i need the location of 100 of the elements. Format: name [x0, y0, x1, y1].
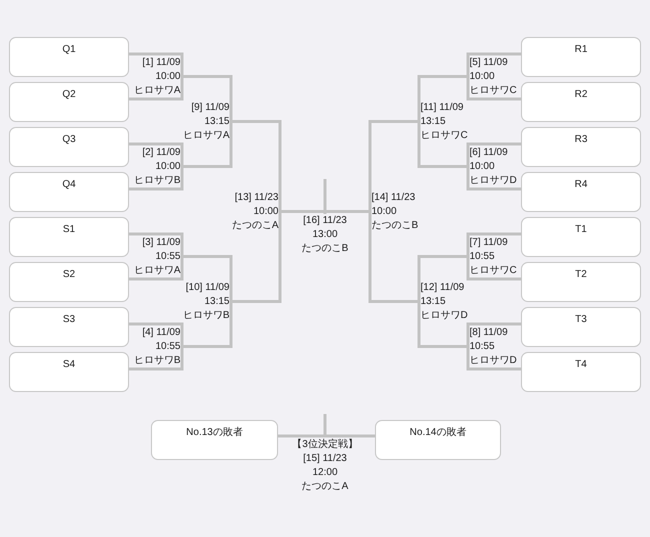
team-box: [151, 420, 278, 460]
match-time: 13:15: [420, 114, 446, 128]
team-name: No.14の敗者: [410, 426, 466, 440]
match-time: 10:55: [155, 340, 180, 354]
match-number-date: [10] 11/09: [186, 280, 230, 294]
bracket-line: [231, 212, 282, 303]
match-number-date: [14] 11/23: [372, 190, 416, 204]
team-name: T2: [575, 268, 587, 282]
match-number-date: [12] 11/09: [420, 280, 464, 294]
team-name: T1: [575, 223, 587, 237]
team-name: S2: [62, 268, 76, 282]
team-box: [521, 217, 641, 257]
match-number-date: [13] 11/23: [234, 190, 278, 204]
bracket-line: [466, 166, 521, 190]
match-time: 10:00: [470, 70, 495, 84]
match-venue: ヒロサワB: [134, 174, 180, 188]
bracket-line: [182, 75, 232, 122]
team-box: [521, 307, 641, 347]
bracket-line: [418, 255, 468, 302]
bracket-line: [466, 322, 521, 346]
match-time: 10:55: [155, 250, 180, 264]
bracket-line: [418, 122, 468, 168]
match-venue: ヒロサワD: [470, 174, 517, 188]
match-number-date: [15] 11/23: [303, 452, 347, 466]
team-box: [521, 262, 641, 302]
bracket-line: [129, 52, 184, 76]
match-time: 10:00: [155, 160, 180, 174]
match-time: 10:00: [470, 160, 495, 174]
match-number-date: [6] 11/09: [470, 146, 508, 160]
match-time: 13:15: [204, 294, 230, 308]
match-venue: ヒロサワD: [470, 354, 517, 368]
match-venue: たつのこB: [302, 242, 348, 256]
bracket-line: [182, 302, 232, 348]
bracket-line: [466, 232, 521, 256]
team-box: [9, 352, 129, 392]
match-venue: ヒロサワB: [134, 354, 180, 368]
team-box: [521, 37, 641, 77]
match-venue: ヒロサワC: [470, 84, 517, 98]
bracket-line: [182, 255, 232, 302]
team-name: Q4: [62, 178, 76, 192]
match-venue: ヒロサワC: [420, 128, 468, 142]
team-name: T3: [575, 313, 587, 327]
bracket-line: [182, 122, 232, 168]
bracket-line: [368, 212, 419, 303]
match-time: 10:00: [253, 204, 278, 218]
bracket-line: [129, 322, 184, 346]
bracket-line: [466, 76, 521, 100]
match-venue: たつのこA: [302, 480, 348, 494]
match-heading: 【3位決定戦】: [292, 438, 358, 452]
match-venue: たつのこB: [372, 218, 418, 232]
team-name: T4: [575, 358, 587, 372]
bracket-line: [466, 142, 521, 166]
bracket-line: [129, 232, 184, 256]
match-time: 13:15: [420, 294, 446, 308]
bracket-line: [129, 76, 184, 100]
bracket-line: [278, 434, 326, 438]
match-number-date: [1] 11/09: [142, 56, 180, 70]
bracket-line: [129, 346, 184, 370]
match-time: 10:55: [470, 250, 495, 264]
bracket-line: [466, 52, 521, 76]
match-number-date: [8] 11/09: [470, 326, 508, 340]
match-venue: たつのこA: [232, 218, 278, 232]
team-box: [9, 172, 129, 212]
match-number-date: [4] 11/09: [142, 326, 180, 340]
match-time: 10:55: [470, 340, 495, 354]
team-name: R3: [574, 133, 588, 147]
team-name: R2: [574, 88, 588, 102]
bracket-line: [466, 256, 521, 280]
team-name: R1: [574, 43, 588, 57]
bracket-line: [129, 256, 184, 280]
bracket-line: [368, 120, 419, 212]
team-box: [521, 172, 641, 212]
bracket-line: [466, 346, 521, 370]
team-box: [9, 262, 129, 302]
match-time: 12:00: [312, 466, 338, 480]
match-number-date: [7] 11/09: [470, 236, 508, 250]
match-time: 10:00: [155, 70, 180, 84]
team-name: Q3: [62, 133, 76, 147]
bracket-line: [418, 75, 468, 122]
team-name: No.13の敗者: [186, 426, 243, 440]
match-venue: ヒロサワA: [134, 84, 180, 98]
match-venue: ヒロサワC: [470, 264, 517, 278]
match-number-date: [5] 11/09: [470, 56, 508, 70]
bracket-line: [418, 302, 468, 348]
team-box: [9, 127, 129, 167]
team-box: [9, 37, 129, 77]
match-time: 13:15: [204, 114, 230, 128]
bracket-line: [324, 210, 370, 214]
team-name: Q2: [62, 88, 76, 102]
match-number-date: [3] 11/09: [142, 236, 180, 250]
bracket-line: [324, 434, 375, 438]
match-venue: ヒロサワB: [182, 308, 230, 322]
match-venue: ヒロサワA: [182, 128, 230, 142]
match-time: 10:00: [372, 204, 397, 218]
team-name: S1: [62, 223, 76, 237]
match-venue: ヒロサワA: [134, 264, 180, 278]
match-number-date: [9] 11/09: [191, 100, 230, 114]
bracket-line: [129, 142, 184, 166]
team-box: [375, 420, 501, 460]
match-number-date: [11] 11/09: [420, 100, 464, 114]
